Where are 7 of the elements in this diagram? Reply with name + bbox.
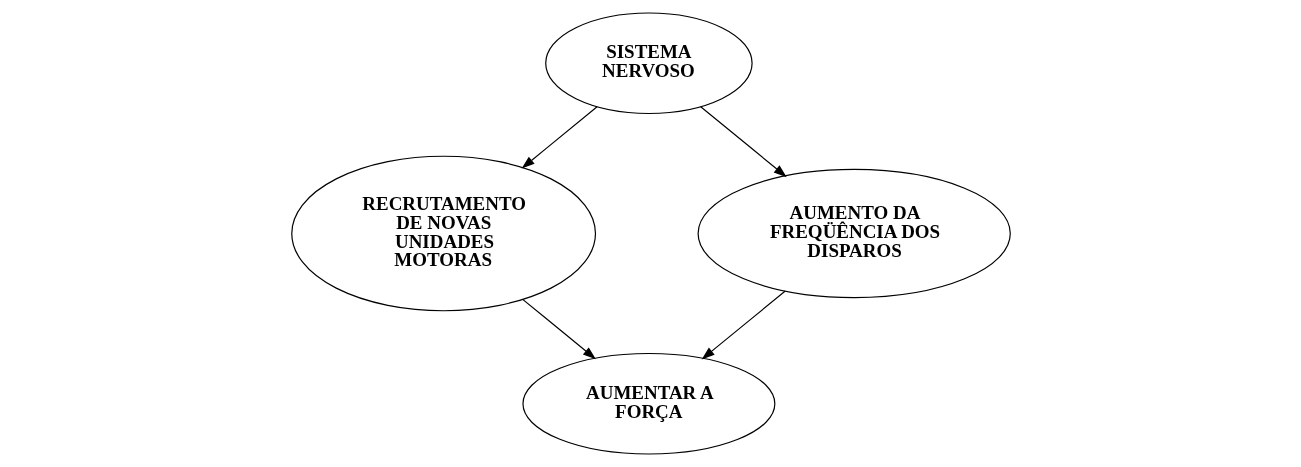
arrow [521, 106, 598, 169]
arrow [701, 290, 786, 360]
node-ellipse: SISTEMA NERVOSO [544, 12, 753, 115]
node-ellipse: AUMENTAR A FORÇA [521, 352, 775, 455]
arrow [699, 106, 787, 178]
arrow [521, 299, 596, 360]
node-ellipse: AUMENTO DA FREQÜÊNCIA DOS DISPAROS [697, 168, 1011, 299]
